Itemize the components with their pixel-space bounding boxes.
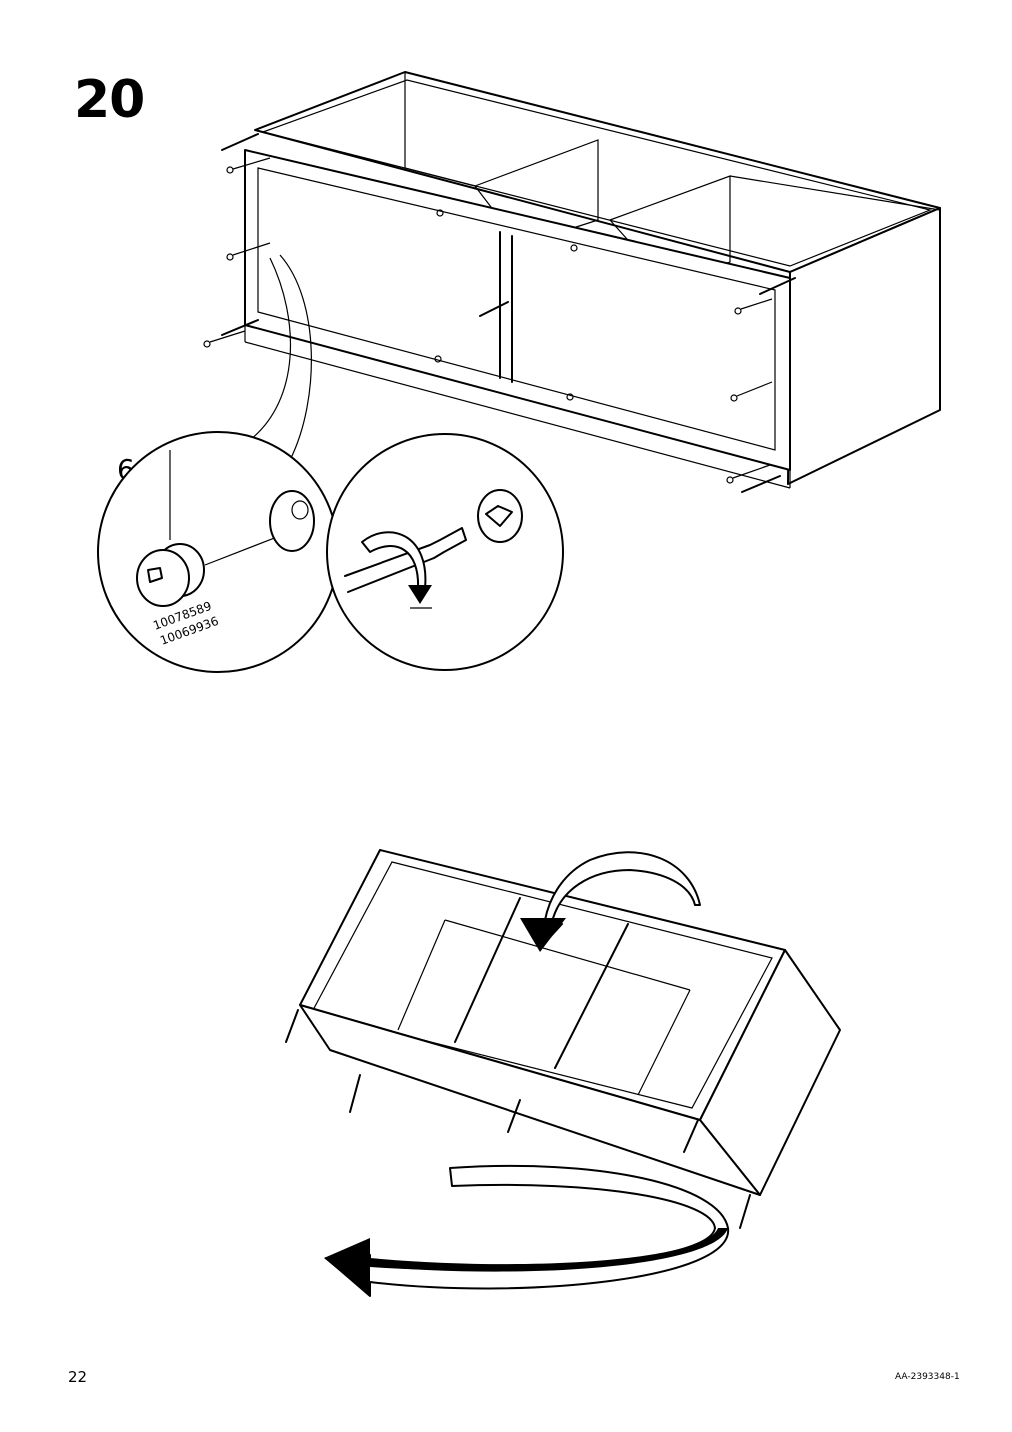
document-code: AA-2393348-1 bbox=[895, 1372, 960, 1382]
callout-leader bbox=[279, 254, 312, 461]
detail-circle-cam-lock: 10078589 10069936 bbox=[97, 431, 339, 673]
detail-circle-screwdriver bbox=[326, 433, 564, 671]
legs-bottom bbox=[285, 1009, 751, 1229]
screws bbox=[203, 157, 773, 484]
legs bbox=[221, 133, 796, 493]
step-number: 20 bbox=[74, 70, 145, 130]
page-number: 22 bbox=[68, 1368, 88, 1386]
cabinet-frame-illustration: 10078589 10069936 bbox=[97, 71, 941, 673]
rotate-arrow-bottom bbox=[325, 1164, 730, 1297]
cabinet-tilted bbox=[299, 849, 841, 1196]
cabinet-body bbox=[254, 71, 941, 485]
